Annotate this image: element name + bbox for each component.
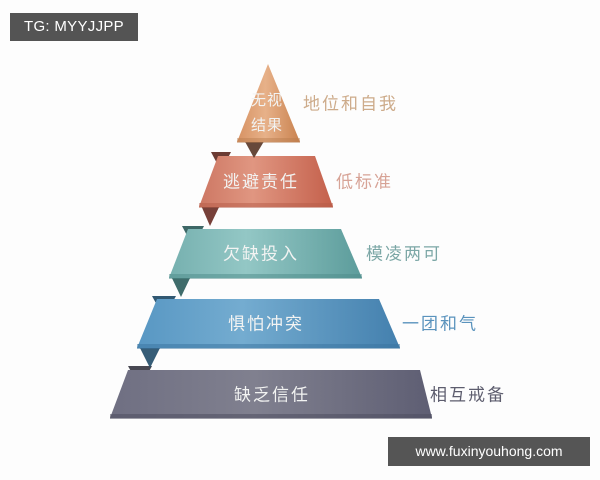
pyramid-level-second[interactable]: 逃避责任 低标准 bbox=[199, 152, 393, 226]
level-middle-fold-shadow bbox=[170, 274, 192, 297]
level-top-inner-label-line1: 无视 bbox=[251, 92, 283, 109]
level-middle-inner-label: 欠缺投入 bbox=[223, 244, 299, 263]
level-second-fold-shadow bbox=[200, 203, 221, 226]
level-middle-side-label: 模凌两可 bbox=[366, 244, 442, 263]
level-fourth-inner-label: 惧怕冲突 bbox=[228, 314, 304, 333]
pyramid-level-fourth[interactable]: 惧怕冲突 一团和气 bbox=[137, 296, 478, 368]
level-second-bottom-shade bbox=[199, 203, 333, 208]
level-second-inner-label: 逃避责任 bbox=[223, 172, 299, 191]
level-base-shape bbox=[110, 370, 432, 418]
level-top-inner-label-line2: 结果 bbox=[251, 117, 283, 134]
level-second-side-label: 低标准 bbox=[336, 172, 393, 191]
pyramid-level-top[interactable]: 无视 结果 地位和自我 bbox=[237, 64, 398, 158]
watermark-badge-top-left: TG: MYYJJPP bbox=[10, 13, 138, 41]
level-base-inner-label: 缺乏信任 bbox=[234, 385, 310, 404]
level-top-fold-shadow bbox=[243, 138, 266, 158]
pyramid-level-middle[interactable]: 欠缺投入 模凌两可 bbox=[169, 226, 442, 297]
level-top-side-label: 地位和自我 bbox=[303, 94, 398, 113]
watermark-badge-bottom-right: www.fuxinyouhong.com bbox=[388, 437, 590, 466]
level-fourth-bottom-shade bbox=[137, 344, 400, 349]
level-middle-shape bbox=[169, 229, 362, 278]
pyramid-level-base[interactable]: 缺乏信任 相互戒备 bbox=[110, 366, 506, 419]
level-fourth-fold-shadow bbox=[138, 344, 162, 368]
level-top-shape bbox=[237, 64, 300, 142]
level-fourth-side-label: 一团和气 bbox=[402, 314, 478, 333]
level-base-side-label: 相互戒备 bbox=[430, 385, 506, 404]
level-fourth-shape bbox=[137, 299, 400, 348]
level-base-bottom-shade bbox=[110, 414, 432, 419]
level-middle-bottom-shade bbox=[169, 274, 362, 279]
level-top-bottom-shade bbox=[237, 138, 300, 143]
level-second-shape bbox=[199, 156, 333, 207]
